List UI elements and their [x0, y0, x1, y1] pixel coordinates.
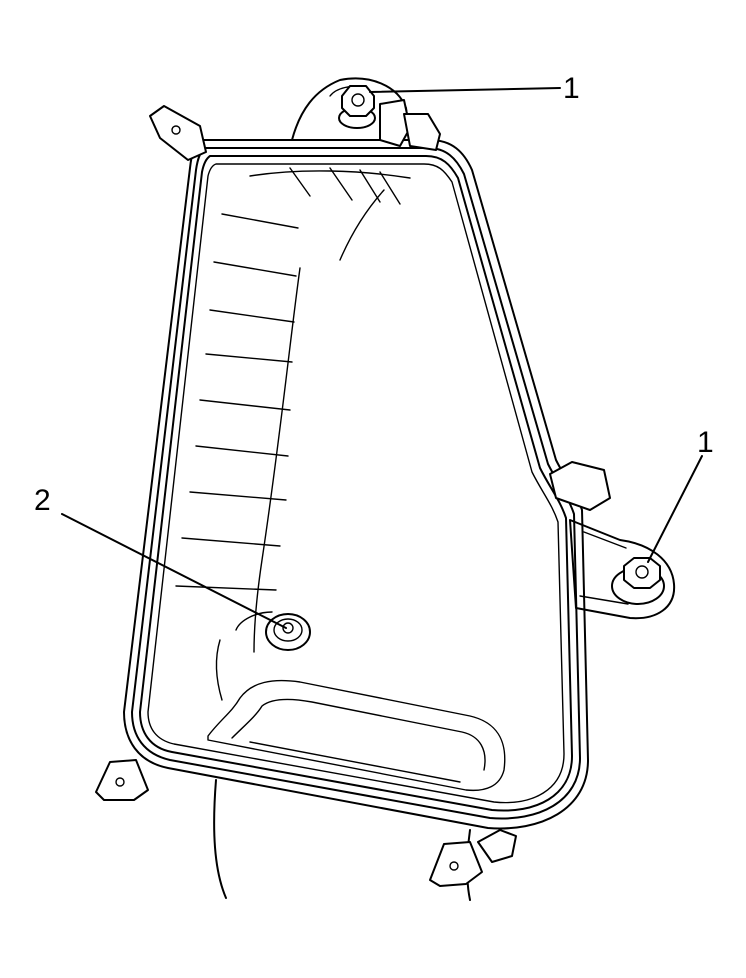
lower-fastener-grommet: [265, 613, 311, 651]
leader-line-top: [369, 87, 561, 93]
housing-rim: [123, 139, 589, 830]
top-fastener-nut: [338, 85, 376, 129]
housing-clips: [95, 99, 611, 887]
callout-label-lower: 2: [34, 484, 51, 517]
leader-lines: [61, 87, 703, 629]
right-fastener-nut: [611, 557, 665, 605]
cover-interior: [175, 167, 506, 792]
leader-line-right: [647, 455, 703, 563]
leader-line-lower: [61, 513, 287, 629]
callout-label-right: 1: [697, 426, 714, 459]
callout-label-top: 1: [563, 72, 580, 105]
